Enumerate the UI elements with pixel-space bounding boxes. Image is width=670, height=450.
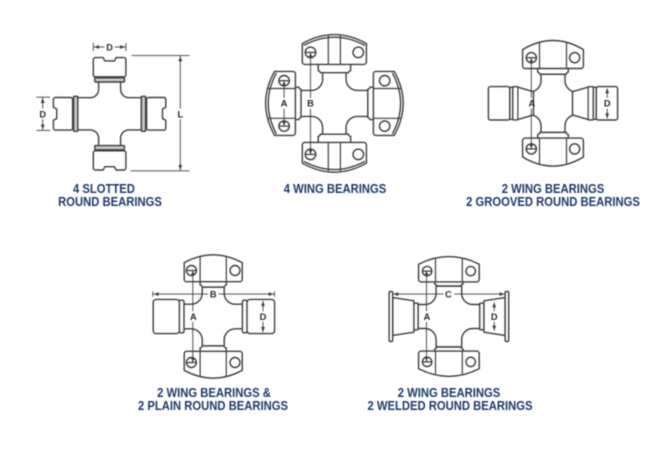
svg-text:B: B: [307, 99, 314, 109]
svg-text:D: D: [39, 109, 46, 119]
svg-text:A: A: [281, 99, 288, 109]
svg-text:B: B: [210, 290, 217, 300]
svg-text:D: D: [106, 43, 113, 53]
svg-text:L: L: [177, 109, 183, 119]
svg-text:A: A: [528, 99, 535, 109]
svg-text:A: A: [424, 312, 431, 322]
svg-text:D: D: [491, 312, 498, 322]
svg-text:D: D: [604, 99, 611, 109]
svg-text:C: C: [445, 290, 452, 300]
svg-text:D: D: [260, 312, 267, 322]
svg-text:A: A: [190, 312, 197, 322]
